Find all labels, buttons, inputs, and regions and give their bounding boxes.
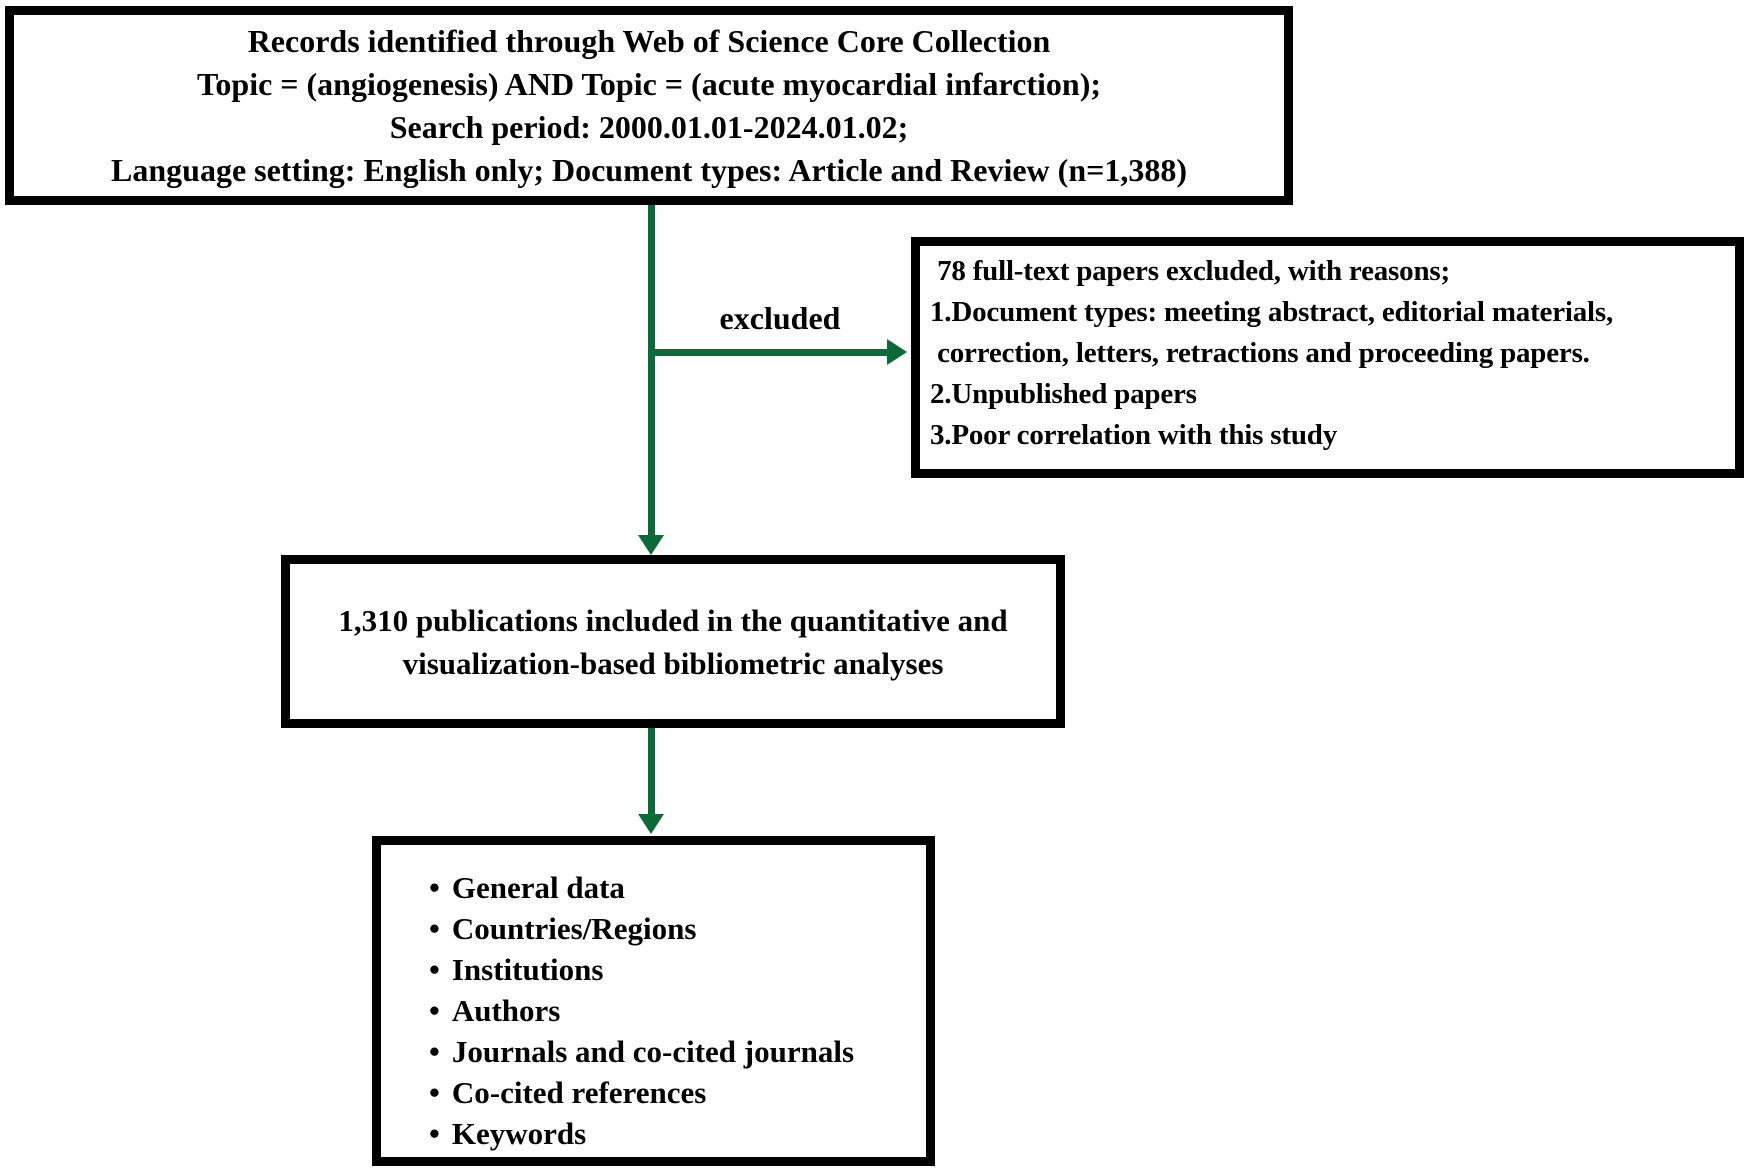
bullet-icon: •: [429, 993, 440, 1028]
arrow-records-to-included-line: [648, 205, 655, 537]
list-item: • Co-cited references: [429, 1072, 916, 1113]
list-item-label: Journals and co-cited journals: [451, 1034, 855, 1069]
arrow-excluded-line: [651, 349, 887, 356]
analysis-items-box: • General data • Countries/Regions • Ins…: [372, 836, 935, 1166]
list-item-label: Institutions: [451, 952, 604, 987]
bullet-icon: •: [429, 1116, 440, 1151]
list-item: • Journals and co-cited journals: [429, 1031, 916, 1072]
arrow-down-icon: [638, 535, 664, 555]
bullet-icon: •: [429, 952, 440, 987]
list-item: • Keywords: [429, 1113, 916, 1154]
excluded-reasons-text: 78 full-text papers excluded, with reaso…: [930, 255, 1614, 451]
included-publications-text: 1,310 publications included in the quant…: [338, 602, 1008, 681]
analysis-items-list: • General data • Countries/Regions • Ins…: [429, 867, 916, 1154]
arrow-included-to-analyses-line: [648, 728, 655, 815]
bullet-icon: •: [429, 870, 440, 905]
list-item-label: Countries/Regions: [451, 911, 697, 946]
list-item-label: Keywords: [451, 1116, 587, 1151]
bullet-icon: •: [429, 911, 440, 946]
included-publications-box: 1,310 publications included in the quant…: [281, 555, 1065, 728]
arrow-right-icon: [887, 339, 907, 365]
list-item: • Institutions: [429, 949, 916, 990]
list-item-label: Authors: [451, 993, 561, 1028]
arrow-down-icon: [638, 814, 664, 834]
records-identified-text: Records identified through Web of Scienc…: [111, 22, 1187, 188]
bullet-icon: •: [429, 1075, 440, 1110]
list-item: • Countries/Regions: [429, 908, 916, 949]
excluded-arrow-label: excluded: [719, 300, 841, 336]
records-identified-box: Records identified through Web of Scienc…: [5, 6, 1293, 205]
bullet-icon: •: [429, 1034, 440, 1069]
list-item-label: Co-cited references: [451, 1075, 707, 1110]
list-item: • General data: [429, 867, 916, 908]
list-item-label: General data: [451, 870, 625, 905]
list-item: • Authors: [429, 990, 916, 1031]
excluded-reasons-box: 78 full-text papers excluded, with reaso…: [911, 237, 1744, 478]
